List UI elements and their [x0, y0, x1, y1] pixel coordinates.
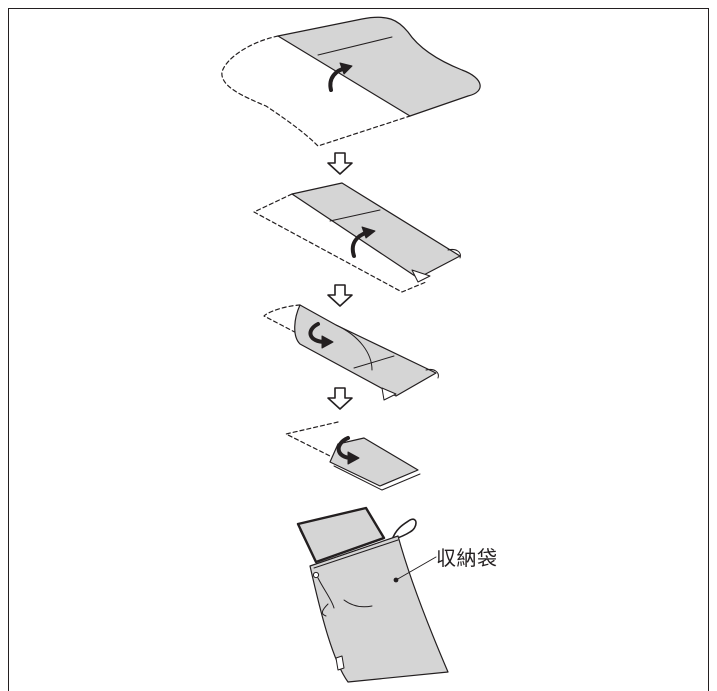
- step-arrow-icon-1: [327, 152, 353, 175]
- step4-sheet: [329, 437, 419, 487]
- storage-bag-label: 収納袋: [436, 546, 498, 570]
- step4-fold-arrow-icon: [336, 436, 360, 465]
- storage-bag-leader-line: [395, 556, 437, 581]
- step3-fold-curve: [335, 324, 373, 371]
- storage-bag-illustration: [296, 506, 449, 683]
- step1-fold: [221, 16, 481, 147]
- step3-dashed-outline: [263, 304, 311, 341]
- step2-fold-arrow-icon: [350, 226, 376, 258]
- step2-dashed-outline: [253, 193, 427, 293]
- step-arrow-icon-2: [327, 284, 353, 307]
- step2-folded-flap: [411, 269, 431, 283]
- step2-sheet: [291, 182, 461, 279]
- step2-fold: [253, 182, 461, 293]
- step4-dashed-outline: [285, 421, 339, 461]
- step3-edge-curl: [425, 369, 439, 379]
- storage-bag-body: [309, 535, 449, 683]
- step1-sheet: [277, 16, 481, 117]
- step2-crease: [329, 209, 381, 222]
- step2-edge-curl: [447, 249, 461, 259]
- bag-tag: [335, 655, 345, 671]
- step3-fold-arrow-icon: [308, 322, 334, 349]
- step3-fold: [263, 304, 439, 401]
- step4-layer-edge: [333, 465, 421, 491]
- bag-drawstring-loop: [391, 518, 417, 541]
- step3-crease: [353, 355, 395, 369]
- step3-sheet: [294, 304, 437, 397]
- step1-fold-arrow-icon: [328, 62, 353, 92]
- step-arrow-icon-3: [327, 387, 353, 410]
- step1-dashed-outline: [221, 35, 411, 147]
- diagram-frame: [8, 8, 709, 691]
- bag-zipper-line: [313, 539, 399, 569]
- step4-fold: [285, 421, 421, 491]
- storage-bag-leader-dot: [393, 577, 399, 583]
- step3-folded-flap: [381, 387, 397, 401]
- bag-cord: [317, 577, 373, 617]
- folded-item-edge: [299, 529, 319, 567]
- step1-crease: [317, 36, 393, 56]
- bag-zipper-pull: [312, 571, 320, 579]
